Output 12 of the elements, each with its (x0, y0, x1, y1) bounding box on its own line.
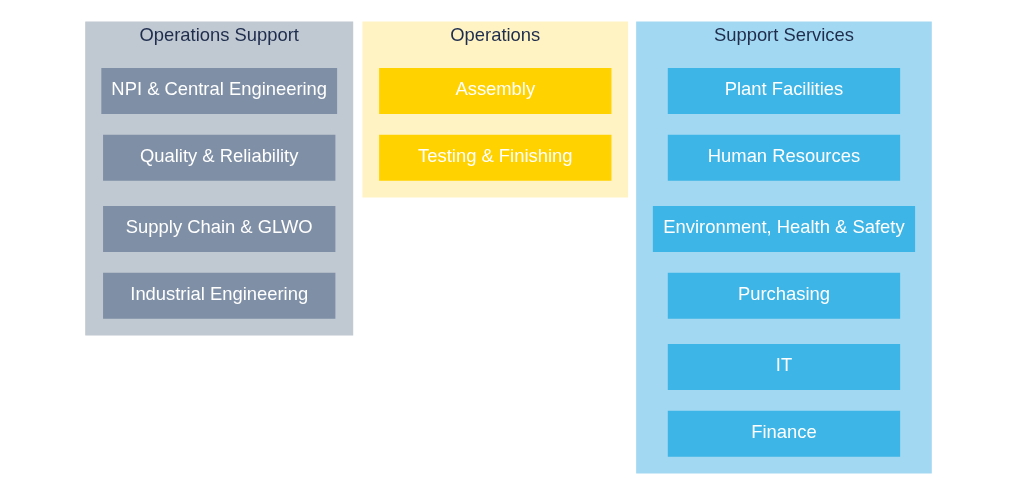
node-box: Human Resources (667, 134, 901, 181)
node-box: Assembly (379, 68, 612, 115)
node-box: Testing & Finishing (379, 134, 612, 181)
node-box: Finance (667, 410, 901, 457)
node-box: Plant Facilities (667, 68, 901, 115)
node-box: Supply Chain & GLWO (103, 206, 336, 253)
node-box: Environment, Health & Safety (652, 206, 916, 253)
node-box: Quality & Reliability (103, 134, 336, 181)
node-box: Industrial Engineering (103, 272, 336, 319)
node-box: NPI & Central Engineering (101, 68, 338, 115)
node-box: IT (667, 344, 901, 391)
node-box: Purchasing (667, 272, 901, 319)
